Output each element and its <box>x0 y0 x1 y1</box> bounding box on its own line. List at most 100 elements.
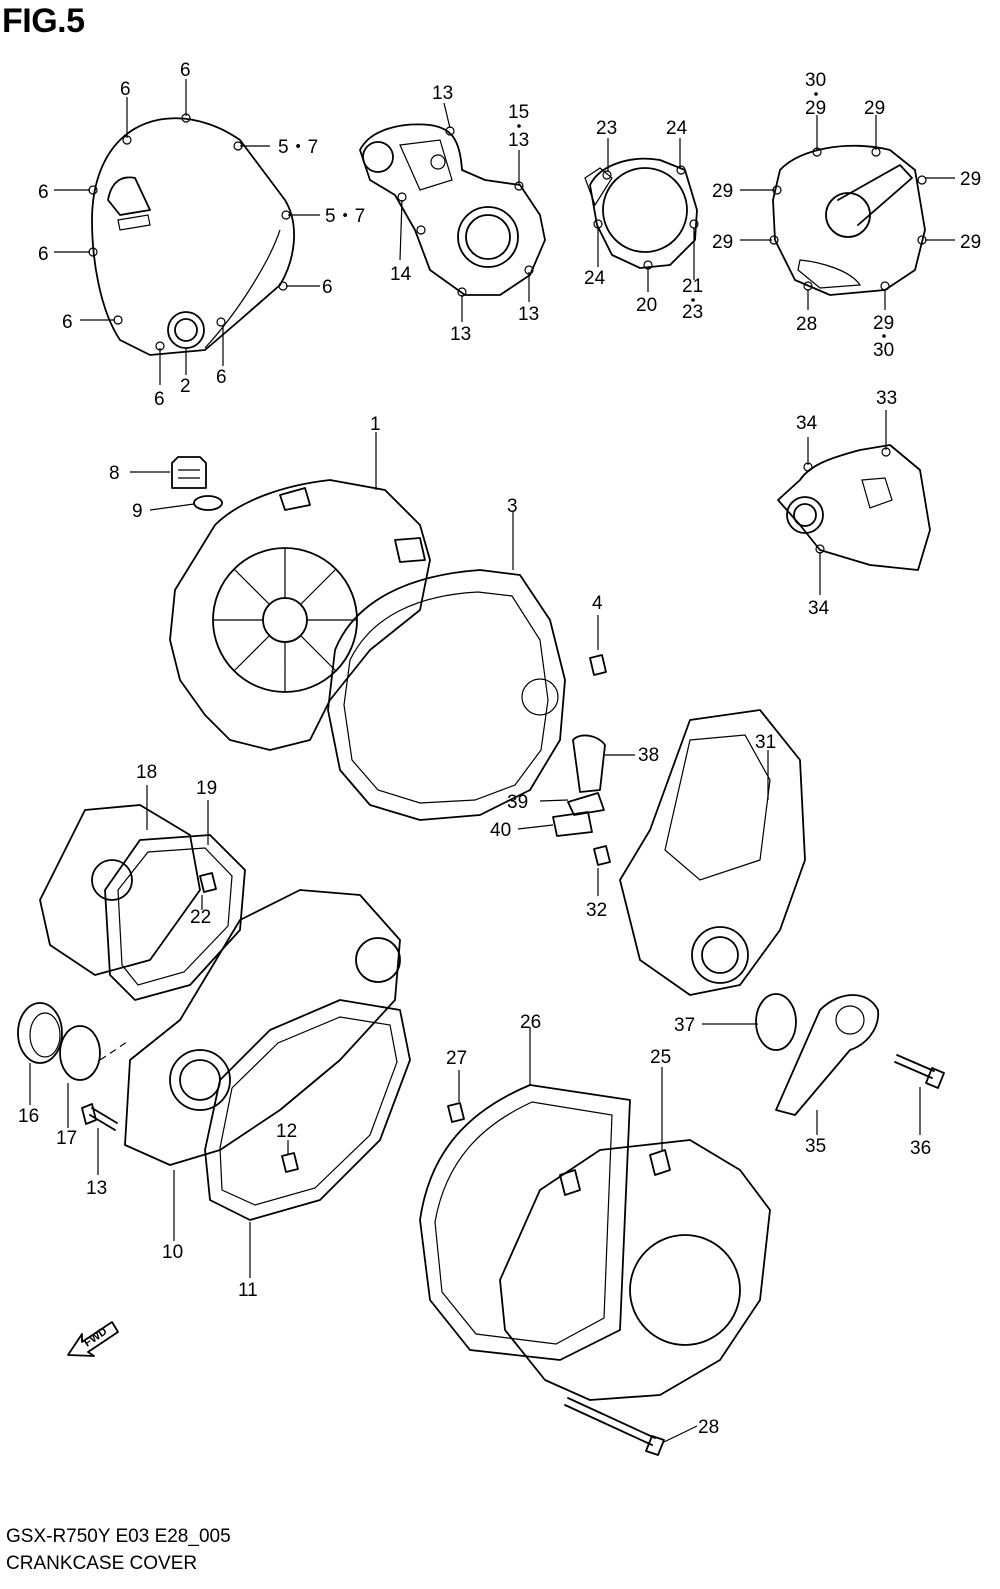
clutch-case-cover-18 <box>39 804 201 976</box>
water-pump-cover-bolt-pattern <box>359 123 546 297</box>
leader-lines <box>29 79 955 1443</box>
cushion-40 <box>552 811 593 837</box>
cushion-39 <box>567 792 605 816</box>
callout-6: 6 <box>322 277 333 298</box>
figure-title: FIG.5 <box>2 2 85 40</box>
callout-13: 13 <box>450 324 471 345</box>
dowel-pin-12 <box>281 1152 299 1173</box>
callout-6: 6 <box>154 389 165 410</box>
callout-17: 17 <box>56 1128 77 1149</box>
rubber-cushion-38 <box>572 734 606 793</box>
callout-13: 13 <box>518 304 539 325</box>
o-ring-9 <box>193 495 223 511</box>
callout-40: 40 <box>490 820 511 841</box>
cover-plate-34 <box>777 444 931 571</box>
callout-3: 3 <box>507 496 518 517</box>
callout-38: 38 <box>638 745 659 766</box>
cap-37 <box>755 993 797 1051</box>
callout-5-7: 5・7 <box>325 206 365 227</box>
callout-9: 9 <box>132 501 143 522</box>
clutch-cover-bolt-pattern <box>88 113 295 356</box>
callout-22: 22 <box>190 907 211 928</box>
callout-6: 6 <box>216 367 227 388</box>
callout-30: 30 <box>873 340 894 361</box>
callout-20: 20 <box>636 295 657 316</box>
callout-2: 2 <box>180 376 191 397</box>
oil-pump-cover-10 <box>124 889 401 1166</box>
callout-34: 34 <box>796 413 818 434</box>
callout-37: 37 <box>674 1015 695 1036</box>
section-name: CRANKCASE COVER <box>6 1553 198 1574</box>
callout-numbers: 6 6 5・7 5・7 6 6 6 6 6 2 6 13 15 13 14 13… <box>18 60 981 1438</box>
generator-cover-bolt-pattern <box>769 144 927 296</box>
callout-13: 13 <box>508 130 529 151</box>
dowel-pin-32 <box>593 845 611 866</box>
clutch-cover <box>169 479 431 751</box>
callout-39: 39 <box>507 792 528 813</box>
callout-6: 6 <box>180 60 191 81</box>
callout-29: 29 <box>873 313 894 334</box>
callout-26: 26 <box>520 1012 541 1033</box>
gasket-11 <box>204 999 411 1221</box>
oil-seal-16 <box>17 1002 63 1064</box>
callout-29: 29 <box>805 98 826 119</box>
callout-30: 30 <box>805 70 826 91</box>
callout-28: 28 <box>796 314 817 335</box>
bolt-36 <box>894 1054 945 1089</box>
callout-16: 16 <box>18 1106 39 1127</box>
callout-25: 25 <box>650 1047 671 1068</box>
callout-5-7: 5・7 <box>278 137 318 158</box>
callout-28: 28 <box>698 1417 719 1438</box>
dowel-pin-27 <box>447 1102 465 1123</box>
callout-24: 24 <box>584 268 606 289</box>
callout-21: 21 <box>682 276 703 297</box>
callout-31: 31 <box>755 732 776 753</box>
callout-6: 6 <box>38 244 49 265</box>
bolt-13 <box>81 1103 118 1131</box>
callout-33: 33 <box>876 388 897 409</box>
gasket-26 <box>419 1084 631 1361</box>
callout-4: 4 <box>592 593 603 614</box>
callout-32: 32 <box>586 900 607 921</box>
callout-8: 8 <box>109 463 120 484</box>
dowel-pin-4 <box>589 654 607 676</box>
sensor-bracket-35 <box>775 994 879 1116</box>
callout-6: 6 <box>120 79 131 100</box>
generator-cover-assy <box>619 709 806 996</box>
callout-13: 13 <box>86 1178 107 1199</box>
clutch-cover-gasket <box>327 569 566 821</box>
callout-23: 23 <box>596 118 617 139</box>
callout-23: 23 <box>682 302 703 323</box>
callout-19: 19 <box>196 778 217 799</box>
callout-18: 18 <box>136 762 157 783</box>
starter-cover-bolt-pattern <box>584 157 699 270</box>
callout-27: 27 <box>446 1048 467 1069</box>
callout-36: 36 <box>910 1138 931 1159</box>
fwd-arrow-icon: FWD <box>67 1321 119 1357</box>
dowel-pin-22 <box>199 872 217 893</box>
oil-filler-cap <box>171 456 207 489</box>
callout-6: 6 <box>62 312 73 333</box>
callout-34: 34 <box>808 598 830 619</box>
bolt-28 <box>564 1397 665 1456</box>
generator-cover-25 <box>499 1139 771 1401</box>
callout-11: 11 <box>238 1280 258 1301</box>
callout-12: 12 <box>276 1121 297 1142</box>
callout-6: 6 <box>38 182 49 203</box>
callout-13: 13 <box>432 83 453 104</box>
callout-29: 29 <box>960 169 981 190</box>
model-code: GSX-R750Y E03 E28_005 <box>6 1526 231 1547</box>
gasket-19 <box>104 834 246 1001</box>
callout-24: 24 <box>666 118 688 139</box>
callout-10: 10 <box>162 1242 183 1263</box>
callout-15: 15 <box>508 102 529 123</box>
callout-29: 29 <box>960 232 981 253</box>
callout-29: 29 <box>712 181 733 202</box>
callout-14: 14 <box>390 264 412 285</box>
o-ring-17 <box>59 1025 131 1081</box>
callout-35: 35 <box>805 1136 826 1157</box>
callout-29: 29 <box>864 98 885 119</box>
callout-29: 29 <box>712 232 733 253</box>
callout-1: 1 <box>370 414 381 435</box>
